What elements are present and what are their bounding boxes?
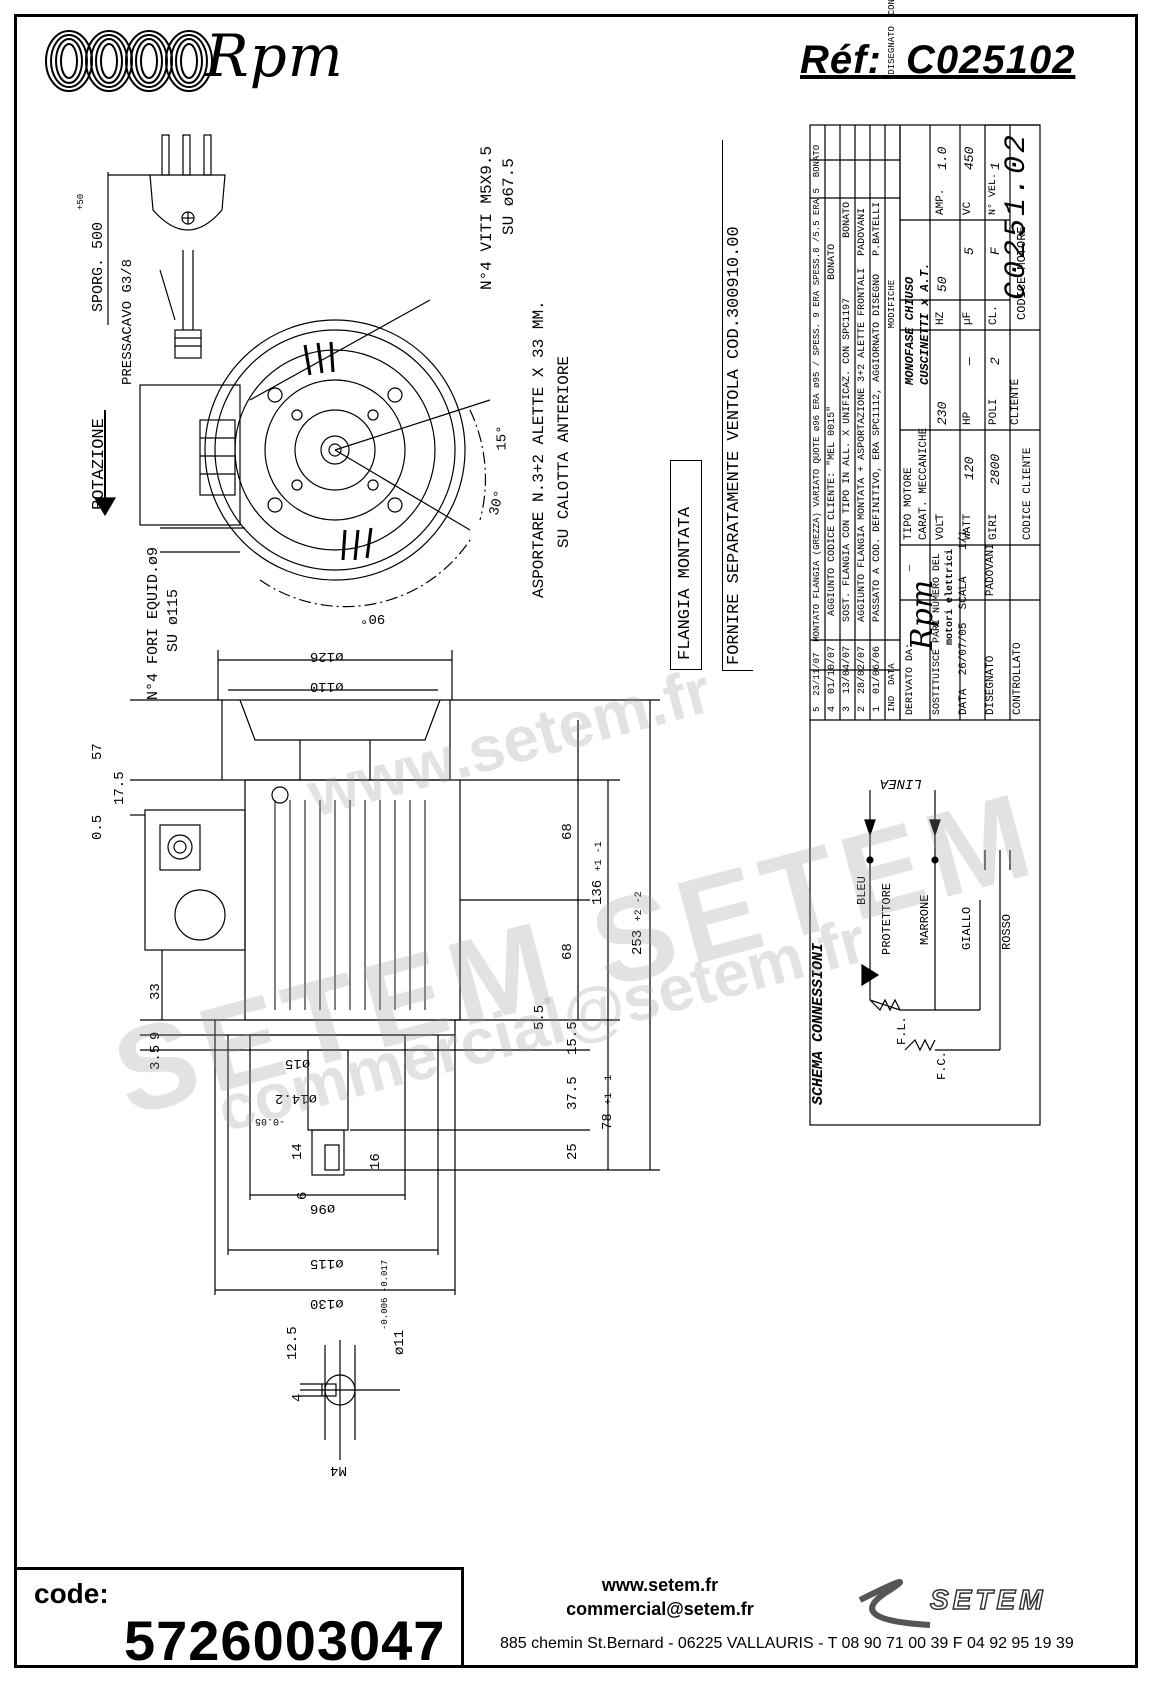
rev-row-4: 4 01/10/07 AGGIUNTO CODICE CLIENTE: "MEL… <box>827 243 838 712</box>
reference-number: Réf: C025102 <box>800 38 1075 83</box>
schema-fc: F.C. <box>935 1051 949 1080</box>
codice-motore-value: C0251.02 <box>1000 131 1034 300</box>
data-scala: DATA 26/07/05 SCALA 1/1 <box>958 530 970 715</box>
setem-logo-text: SETEM <box>929 1583 1047 1616</box>
dim-d130: ø130 <box>310 1295 344 1311</box>
hp-value: — <box>962 357 977 365</box>
dim-m4: M4 <box>330 1462 347 1478</box>
rpm-logo-icon <box>45 30 213 92</box>
nvel-label: N° VEL. <box>988 172 999 215</box>
flangia-label: FLANGIA MONTATA <box>676 506 695 660</box>
hz-label: HZ <box>935 311 947 325</box>
schema-fl: F.L. <box>895 1016 909 1045</box>
angle-15: 15° <box>494 425 511 451</box>
giri-label: GIRI <box>988 513 1000 540</box>
code-label: code: <box>34 1578 109 1609</box>
pressacavo-label: PRESSACAVO G3/8 <box>120 258 136 385</box>
amp-label: AMP. <box>935 188 947 215</box>
cliente-label: CLIENTE <box>1010 378 1022 425</box>
footer-contact: www.setem.fr commercial@setem.fr <box>560 1573 760 1621</box>
poli-value: 2 <box>988 357 1003 365</box>
ref-label: Réf: <box>800 38 882 82</box>
rotation-label: ROTAZIONE <box>90 418 109 510</box>
dim-0-5: 0.5 <box>90 814 106 840</box>
calotta-label: SU CALOTTA ANTERIORE <box>555 355 573 548</box>
dim-16: 16 <box>368 1153 384 1170</box>
email-link[interactable]: commercial@setem.fr <box>566 1599 754 1619</box>
rev-row-1: 1 01/06/06 PASSATO A COD. DEFINITIVO, ER… <box>872 201 883 712</box>
uf-label: µF <box>962 311 974 325</box>
dim-d110: ø110 <box>310 678 344 694</box>
dim-12-5: 12.5 <box>285 1326 301 1360</box>
vc-label: VC <box>962 201 974 215</box>
sostituisce: SOSTITUISCE PARI NUMERO DEL — <box>932 516 943 715</box>
footer-address: 885 chemin St.Bernard - 06225 VALLAURIS … <box>500 1635 1074 1652</box>
carat-label: CARAT. MECCANICHE <box>918 427 930 540</box>
rev-row-2: 2 28/02/07 AGGIUNTO FLANGIA MONTATA + AS… <box>857 207 868 712</box>
cl-label: CL. <box>988 305 1000 325</box>
dim-78: 78 +1 -1 <box>600 1074 616 1130</box>
dim-37-5: 37.5 <box>565 1076 581 1110</box>
giri-value: 2800 <box>988 453 1003 485</box>
volt-value: 230 <box>935 401 950 425</box>
su-67-label: SU ø67.5 <box>500 158 518 235</box>
title-brand-sub: motori elettrici <box>945 548 956 645</box>
vc-value: 450 <box>962 146 977 170</box>
tipo-label: TIPO MOTORE <box>903 467 915 540</box>
website-link[interactable]: www.setem.fr <box>601 1575 719 1595</box>
dim-d115: ø115 <box>310 1255 344 1271</box>
connection-schema <box>861 790 1011 1052</box>
dim-57: 57 <box>90 743 106 760</box>
carat-value: CUSCINETTI x A.T. <box>918 262 932 385</box>
fornire-underline <box>722 140 753 671</box>
rev-row-3: 3 13/04/07 SOST. FLANGIA CON TIPO IN ALL… <box>842 201 853 712</box>
fori-label: N°4 FORI EQUID.ø9 <box>145 546 162 700</box>
codice-cliente-label: CODICE CLIENTE <box>1022 447 1034 540</box>
asportare-label: ASPORTARE N.3+2 ALETTE X 33 MM. <box>530 300 548 598</box>
setem-logo-icon <box>858 1579 931 1628</box>
tipo-value: MONOFASE CHIUSO <box>903 276 917 385</box>
plug-icon <box>149 134 226 359</box>
ref-value: C025102 <box>906 38 1076 82</box>
flangia-box <box>670 460 702 670</box>
sporg-tolerance: +50 <box>76 193 86 210</box>
code-box: code: 5726003047 <box>14 1567 464 1672</box>
amp-value: 1.0 <box>935 146 950 170</box>
watt-value: 120 <box>962 456 977 480</box>
hz-value: 50 <box>935 276 950 292</box>
code-value: 5726003047 <box>124 1609 446 1672</box>
dim-d11: ø11 <box>392 1329 408 1355</box>
su-115-label: SU ø115 <box>165 588 182 652</box>
dim-14: 14 <box>290 1143 306 1160</box>
dim-6: 6 <box>295 1191 311 1200</box>
poli-label: POLI <box>988 398 1000 425</box>
schema-linea: LINEA <box>880 775 923 791</box>
controllato: CONTROLLATO <box>1012 642 1024 715</box>
angle-90: 90° <box>360 610 386 626</box>
rev-header: IND DATA MODIFICHE DISEGNATO CONTROLLATO <box>887 0 897 712</box>
viti-label: N°4 VITI M5X9.5 <box>478 145 496 290</box>
dim-d126: ø126 <box>310 648 344 664</box>
dim-d96: ø96 <box>310 1200 336 1216</box>
derivato: DERIVATO DA: — <box>905 564 916 715</box>
dim-4: 4 <box>290 1393 306 1402</box>
disegnato: DISEGNATO PADOVANI <box>985 543 997 715</box>
uf-value: 5 <box>962 247 977 255</box>
page-frame <box>14 14 1138 1668</box>
dim-17-5: 17.5 <box>112 771 128 805</box>
dim-d11-tol: -0.006 -0.017 <box>380 1259 390 1330</box>
rev-row-5: 5 23/11/07 MONTATO FLANGIA (GREZZA) VARI… <box>812 144 822 712</box>
brand-name: Rpm <box>205 22 344 90</box>
sporg-label: SPORG. 500 <box>90 221 107 312</box>
schema-rosso: ROSSO <box>1000 913 1014 950</box>
dim-25: 25 <box>565 1143 581 1160</box>
dim-68a: 68 <box>560 823 576 840</box>
hp-label: HP <box>962 411 974 425</box>
